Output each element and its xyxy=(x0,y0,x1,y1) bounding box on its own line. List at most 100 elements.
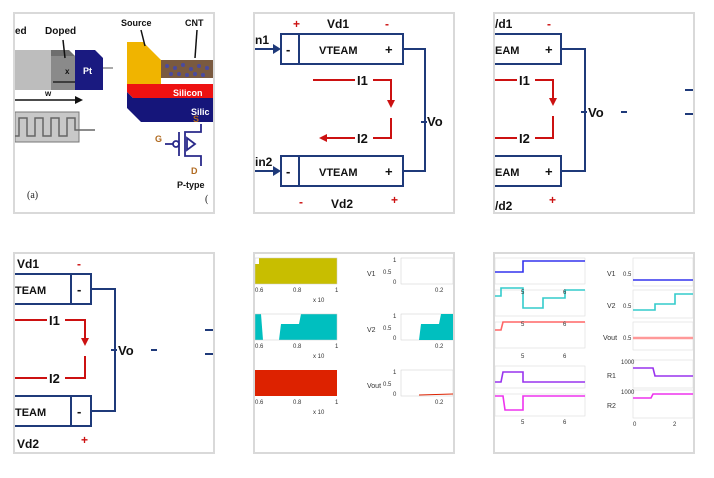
y-tick: 0 xyxy=(393,392,397,398)
vteam-label-2: VTEAM xyxy=(319,167,358,179)
x-tick: 2 xyxy=(673,422,677,428)
undoped-label: ed xyxy=(15,26,27,37)
vteam-label-2: TEAM xyxy=(15,407,46,419)
doped-arrow xyxy=(62,39,66,59)
vo-label: Vo xyxy=(427,114,443,129)
x-tick: 0 xyxy=(633,422,637,428)
plus-terminal: + xyxy=(545,164,553,179)
resistor-wave xyxy=(15,117,95,137)
vout-right-trace xyxy=(418,393,453,396)
x-exponent-label: x 10 xyxy=(313,410,325,416)
y-tick: 0.5 xyxy=(383,382,392,388)
input-2-label: in2 xyxy=(255,155,273,169)
y-axis-label: R2 xyxy=(607,403,616,410)
x-tick: 0.6 xyxy=(255,400,264,406)
drain-terminal-label: D xyxy=(191,166,198,176)
vteam-circuit-right-figure: /d1 - EAM + EAM + /d2 + Vo I1 I2 xyxy=(495,17,693,212)
x-tick: 0.8 xyxy=(293,288,302,294)
x-tick: 6 xyxy=(563,354,567,360)
undoped-region xyxy=(15,50,51,90)
y-axis-label: Vout xyxy=(367,383,381,390)
device-structures-figure: ed Doped Pt x w (a) Source CNT Silicon S… xyxy=(15,18,213,205)
silicon-label-1: Silicon xyxy=(173,88,203,98)
vd2-plus: + xyxy=(549,193,556,207)
i2-label: I2 xyxy=(519,131,530,146)
panel-b-label: ( xyxy=(205,194,209,205)
waveform-row-2 xyxy=(255,313,338,341)
x-exponent-label: x 10 xyxy=(313,354,325,360)
vd2-minus: - xyxy=(299,195,303,209)
y-tick: 1000 xyxy=(621,360,635,366)
x-label: x xyxy=(65,67,70,76)
minus-terminal: - xyxy=(286,164,290,179)
x-tick: 6 xyxy=(563,290,567,296)
x-tick: 5 xyxy=(521,354,525,360)
y-axis-label: R1 xyxy=(607,373,616,380)
i1-label: I1 xyxy=(49,313,60,328)
vd2-label: Vd2 xyxy=(331,197,353,211)
thumbnail-vteam-circuit-right[interactable]: /d1 - EAM + EAM + /d2 + Vo I1 I2 xyxy=(493,12,695,214)
silicon-oxide-layer xyxy=(127,84,213,98)
y-tick: 1000 xyxy=(621,390,635,396)
vd1-label: Vd1 xyxy=(17,257,39,271)
vd1-minus: - xyxy=(385,17,389,31)
x-tick: 0.2 xyxy=(435,400,444,406)
thumbnail-waveform-plots[interactable]: 0.6 0.8 1 x 10 0.6 0.8 1 x 10 0.6 0.8 1 … xyxy=(253,252,455,454)
y-tick: 0.5 xyxy=(623,304,632,310)
x-tick: 5 xyxy=(521,420,525,426)
x-tick: 6 xyxy=(563,420,567,426)
thumbnail-step-plots[interactable]: 5 6 5 6 5 6 5 6 0 2 1000 1000 0.5 0.5 0.… xyxy=(493,252,695,454)
r2-right-trace xyxy=(633,393,693,399)
input-1-label: n1 xyxy=(255,33,269,47)
silicon-label-2: Silic xyxy=(191,107,210,117)
i1-label: I1 xyxy=(357,73,368,88)
thumbnail-device-structures[interactable]: ed Doped Pt x w (a) Source CNT Silicon S… xyxy=(13,12,215,214)
r1-right-trace xyxy=(633,367,693,377)
y-tick: 0 xyxy=(393,336,397,342)
x-tick: 1 xyxy=(335,400,339,406)
x-tick: 0.2 xyxy=(435,344,444,350)
vd2-label: /d2 xyxy=(495,199,513,212)
i1-label: I1 xyxy=(519,73,530,88)
x-tick: 6 xyxy=(563,322,567,328)
vd2-plus: + xyxy=(391,193,398,207)
cnt-label: CNT xyxy=(185,18,204,28)
y-tick: 1 xyxy=(393,370,397,376)
r1-step-trace xyxy=(495,371,585,383)
x-tick: 5 xyxy=(521,322,525,328)
y-tick: 0.5 xyxy=(623,272,632,278)
source-terminal-label: S xyxy=(193,114,199,124)
v2-right-filled-area xyxy=(419,314,453,340)
minus-terminal: - xyxy=(77,404,81,419)
y-tick: 1 xyxy=(393,258,397,264)
x-tick: 0.2 xyxy=(435,288,444,294)
step-plots-figure: 5 6 5 6 5 6 5 6 0 2 1000 1000 0.5 0.5 0.… xyxy=(495,257,693,428)
v2-filled-area-b xyxy=(279,314,337,340)
r2-step-trace xyxy=(495,395,585,411)
panel-a-label: (a) xyxy=(27,190,38,201)
thumbnail-vteam-circuit-reversed[interactable]: Vd1 - TEAM - TEAM - Vd2 + Vo I1 I2 xyxy=(13,252,215,454)
x-tick: 0.8 xyxy=(293,400,302,406)
vteam-label-1: EAM xyxy=(495,45,519,57)
output-wire xyxy=(403,48,426,172)
x-tick: 0.6 xyxy=(255,288,264,294)
y-tick: 0.5 xyxy=(383,326,392,332)
vd1-label: /d1 xyxy=(495,17,513,31)
waveform-row-3 xyxy=(255,370,337,396)
minus-terminal: - xyxy=(286,42,290,57)
i2-label: I2 xyxy=(357,131,368,146)
vd1-minus: - xyxy=(77,257,81,271)
vout-step-trace xyxy=(495,321,585,331)
x-exponent-label: x 10 xyxy=(313,298,325,304)
minus-terminal: - xyxy=(77,282,81,297)
x-tick: 5 xyxy=(521,290,525,296)
y-axis-label: Vout xyxy=(603,335,617,342)
vd1-plus: + xyxy=(293,17,300,31)
vteam-circuit-reversed-figure: Vd1 - TEAM - TEAM - Vd2 + Vo I1 I2 xyxy=(15,257,213,451)
thumbnail-vteam-circuit-left[interactable]: n1 in2 - VTEAM + - VTEAM + + Vd1 - - Vd2… xyxy=(253,12,455,214)
vd1-label: Vd1 xyxy=(327,17,349,31)
vd2-plus: + xyxy=(81,433,88,447)
v2-right-trace xyxy=(633,293,693,311)
vteam-label-1: TEAM xyxy=(15,285,46,297)
plus-terminal: + xyxy=(545,42,553,57)
